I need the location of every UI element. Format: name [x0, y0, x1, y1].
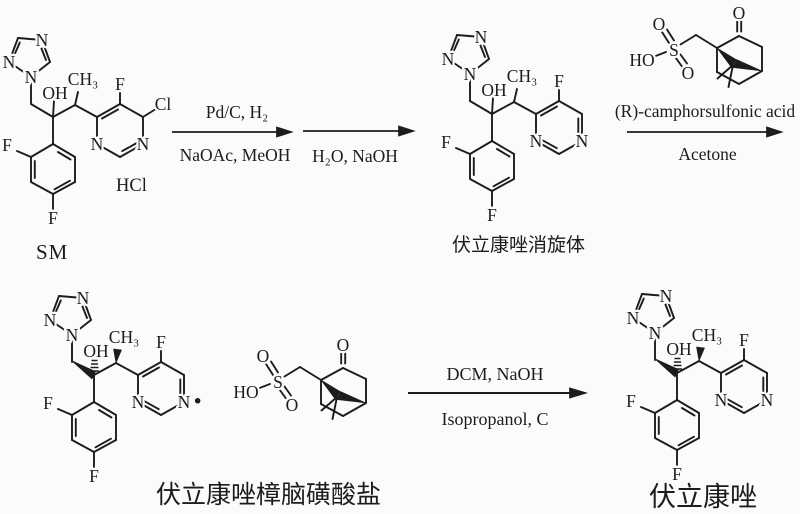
atom-n: N [25, 67, 38, 87]
bond-lines [121, 141, 139, 153]
sm-structure: N N N OH CH₃ F Cl N N F F [0, 28, 174, 231]
atom-n: N [530, 131, 543, 151]
atom-ho: HO [629, 50, 654, 70]
sm-label: SM [36, 240, 69, 264]
atom-f: F [739, 330, 749, 350]
atom-s: S [669, 40, 679, 60]
atom-n: N [178, 392, 191, 412]
bond-lines [540, 117, 580, 150]
atom-o: O [286, 395, 299, 415]
atom-o: O [733, 3, 746, 23]
atom-o: O [337, 335, 350, 355]
atom-oh: OH [42, 83, 68, 103]
reaction-arrow-4 [408, 387, 588, 399]
camphorsulfonic-acid-structure-top: O O O S HO [627, 1, 763, 88]
atom-n: N [761, 390, 774, 410]
reaction-arrow-1 [172, 126, 294, 138]
atom-oh: OH [83, 341, 109, 361]
step3-reagent-below: Acetone [678, 144, 737, 164]
reaction-arrow-2 [303, 125, 416, 137]
atom-n: N [77, 288, 90, 308]
step4-reagent-below: Isopropanol, C [441, 409, 549, 429]
atom-n: N [91, 134, 104, 154]
atom-oh: OH [481, 80, 507, 100]
atom-s: S [273, 372, 283, 392]
step4-reagent-above: DCM, NaOH [446, 364, 544, 384]
step1-reagent-below: NaOAc, MeOH [179, 145, 291, 165]
atom-o: O [653, 14, 666, 34]
atom-o: O [257, 346, 270, 366]
atom-f: F [554, 71, 564, 91]
step2-reagent-below: H₂O, NaOH [312, 146, 398, 166]
bond-lines [142, 108, 156, 118]
product-structure: N N N OH CH₃ F N N F F [624, 284, 776, 487]
atom-n: N [442, 49, 455, 69]
atom-n: N [3, 52, 16, 72]
atom-n: N [475, 27, 488, 47]
atom-n: N [576, 131, 589, 151]
atom-f: F [672, 464, 682, 484]
atom-f: F [441, 132, 451, 152]
atom-n: N [464, 64, 477, 84]
atom-cl: Cl [155, 94, 172, 114]
atom-f: F [156, 332, 166, 352]
atom-ch3: CH₃ [507, 66, 537, 86]
hcl-salt-label: HCl [116, 176, 147, 196]
atom-f: F [2, 135, 12, 155]
atom-n: N [715, 390, 728, 410]
atom-n: N [36, 30, 49, 50]
atom-n: N [627, 308, 640, 328]
atom-f: F [626, 391, 636, 411]
camphorsulfonic-acid-structure-bottom: O O O S HO [231, 333, 367, 420]
atom-f: F [115, 74, 125, 94]
atom-n: N [137, 134, 150, 154]
atom-oh: OH [666, 339, 692, 359]
racemate-label: 伏立康唑消旋体 [452, 235, 586, 256]
atom-f: F [487, 205, 497, 225]
atom-o: O [682, 63, 695, 83]
atom-f: F [43, 393, 53, 413]
atom-f: F [89, 466, 99, 486]
bond-lines [49, 295, 185, 468]
camphor-salt-label: 伏立康唑樟脑磺酸盐 [156, 482, 382, 509]
atom-f: F [48, 208, 58, 228]
atom-ch3: CH₃ [109, 327, 139, 347]
bond-lines [142, 378, 182, 411]
atom-ho: HO [233, 382, 258, 402]
bond-lines [447, 34, 583, 207]
step1-reagent-above: Pd/C, H₂ [205, 102, 269, 122]
atom-n: N [132, 392, 145, 412]
salt-structure: N N N OH CH₃ F N N F F [41, 286, 193, 489]
racemate-structure: N N N OH CH₃ F N N F F [439, 25, 591, 228]
atom-n: N [66, 325, 79, 345]
atom-ch3: CH₃ [692, 325, 722, 345]
bond-lines [632, 293, 768, 466]
atom-n: N [44, 310, 57, 330]
atom-n: N [660, 286, 673, 306]
atom-ch3: CH₃ [68, 69, 98, 89]
bond-lines [725, 376, 765, 409]
product-label: 伏立康唑 [649, 482, 757, 512]
salt-dot: · [192, 383, 204, 420]
atom-n: N [649, 323, 662, 343]
reaction-arrow-3 [627, 126, 784, 138]
step3-reagent-above: (R)-camphorsulfonic acid [614, 101, 796, 121]
